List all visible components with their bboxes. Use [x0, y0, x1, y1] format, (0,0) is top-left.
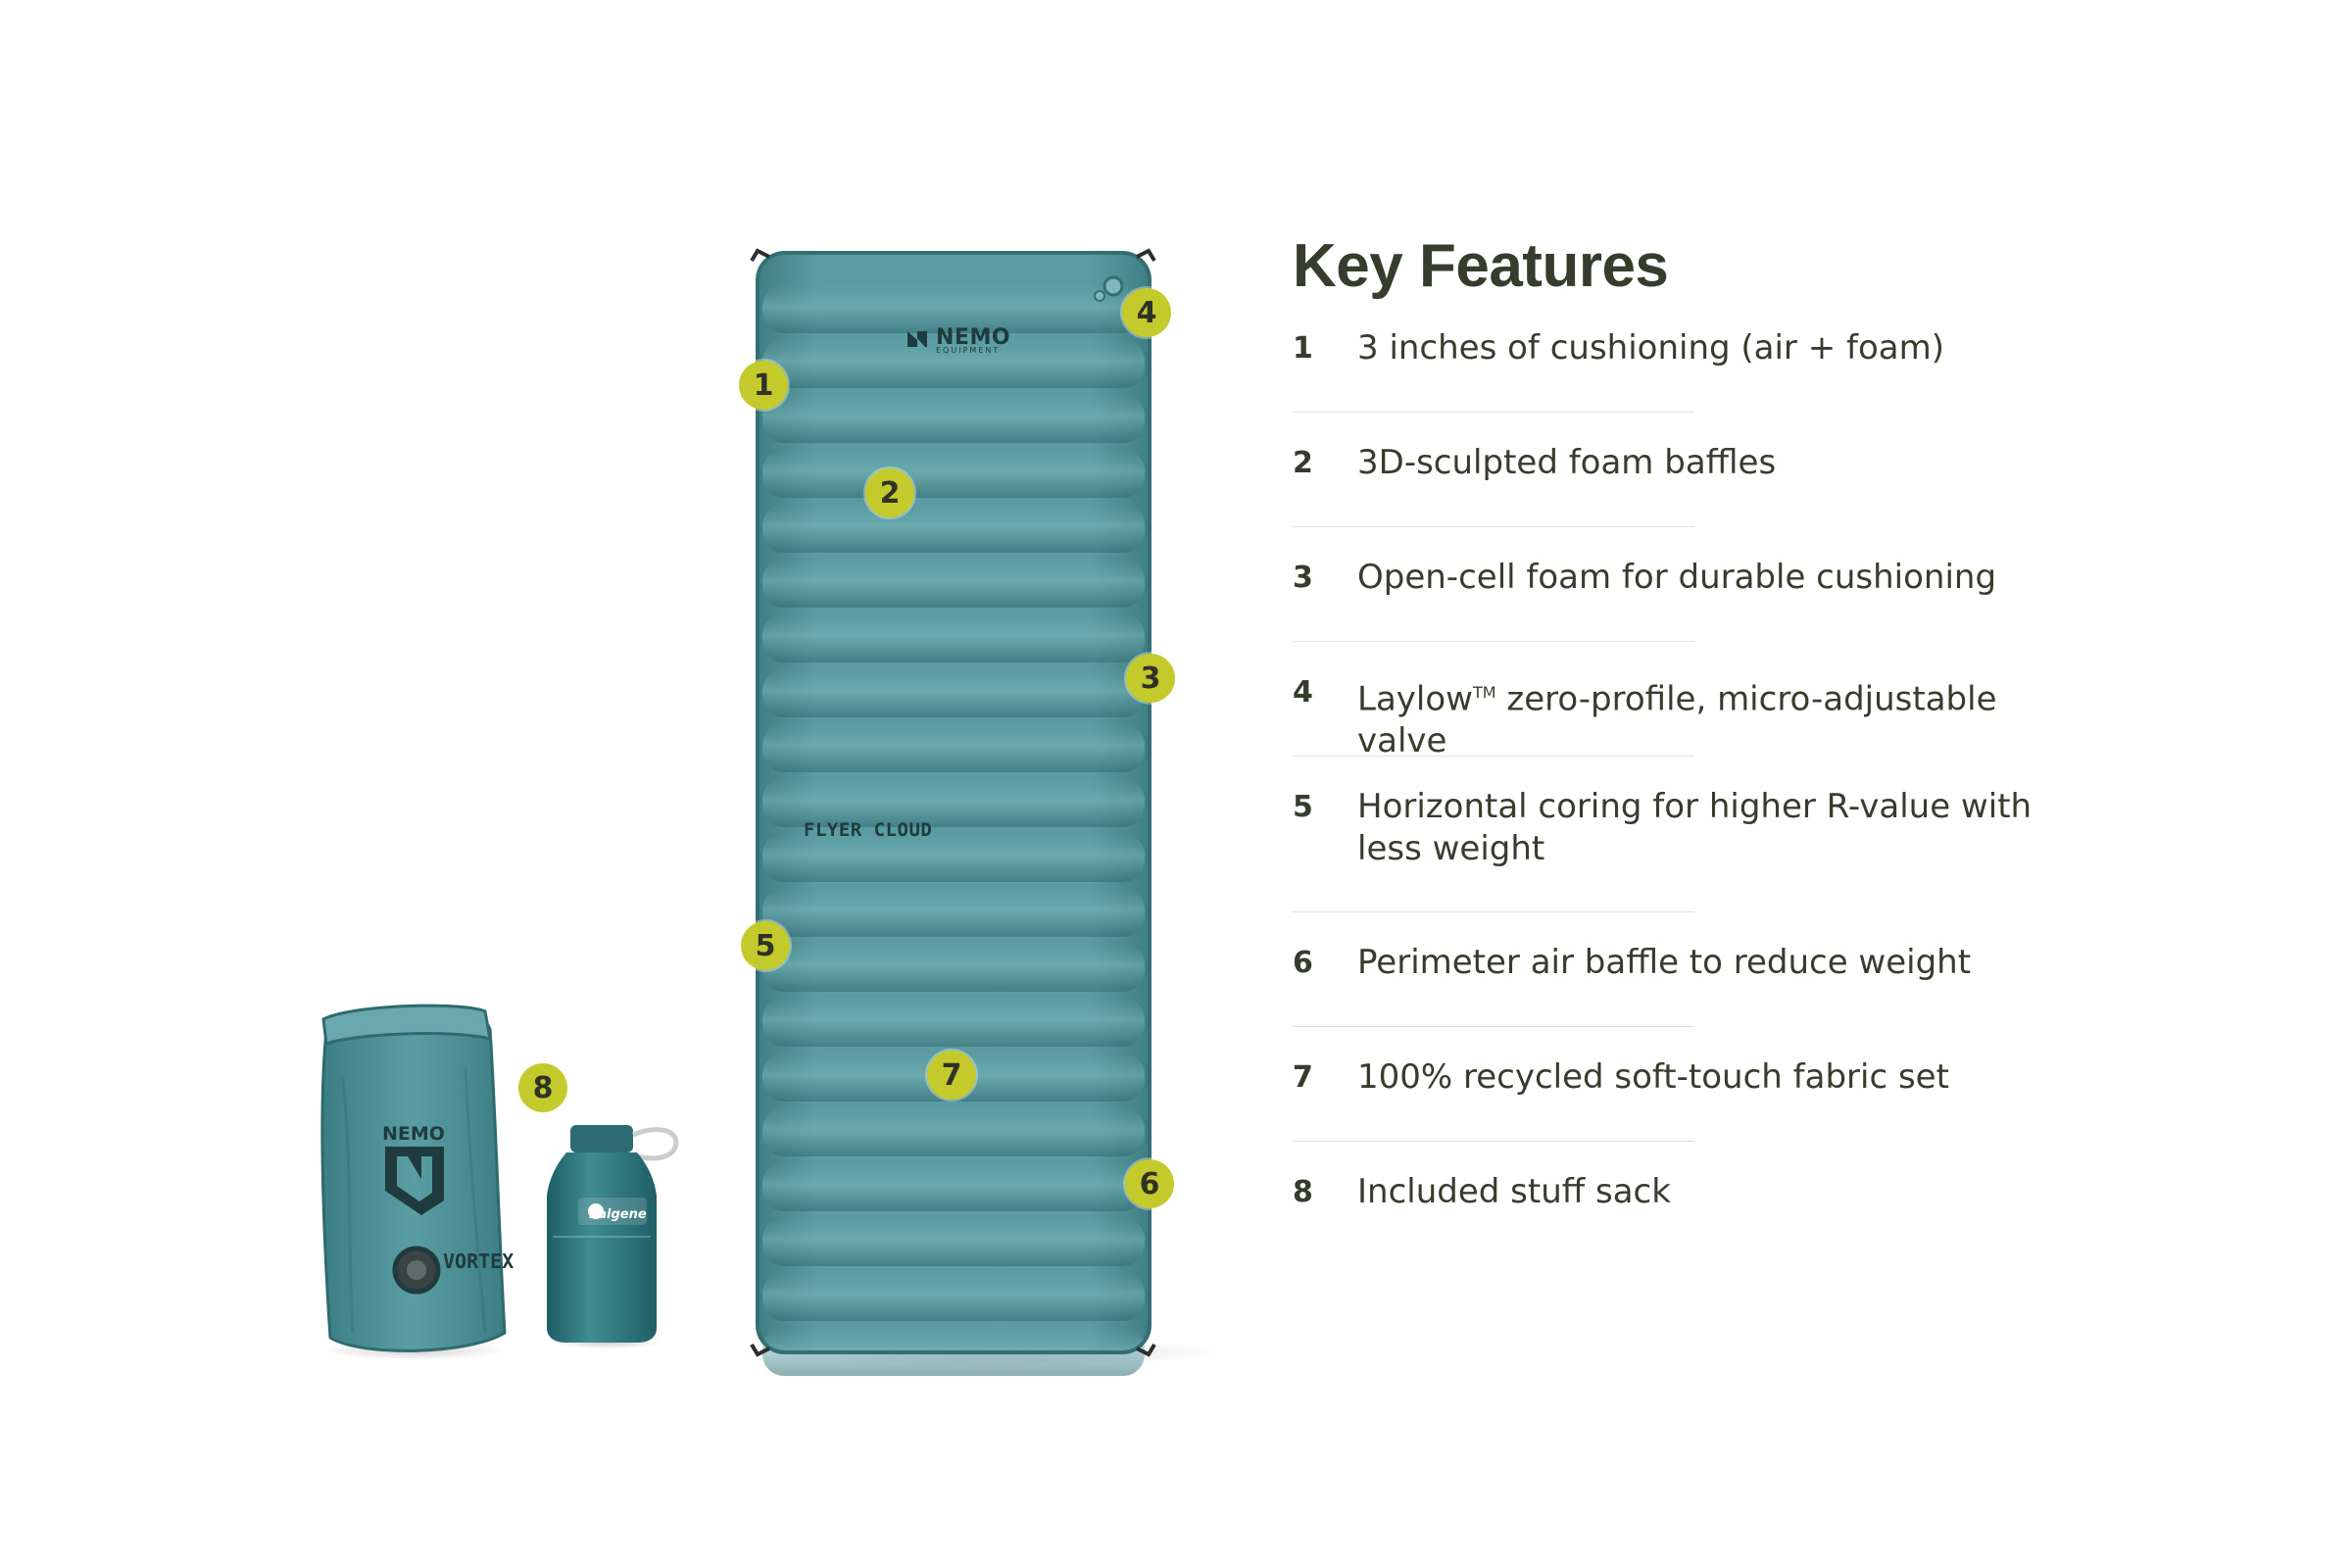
mat-baffle: [762, 559, 1145, 608]
mat-baffle: [762, 998, 1145, 1047]
mat-baffle: [762, 1162, 1145, 1211]
sack-brand-name: NEMO: [382, 1123, 445, 1145]
bottle-brand-name: nalgene: [589, 1207, 647, 1222]
feature-text: Horizontal coring for higher R-value wit…: [1357, 787, 2033, 868]
mat-baffle: [762, 504, 1145, 553]
nemo-logo-icon: [907, 331, 927, 347]
feature-number: 2: [1293, 446, 1313, 480]
feature-divider: [1293, 526, 1694, 527]
feature-divider: [1293, 641, 1694, 642]
feature-text-part: Laylow: [1357, 679, 1473, 719]
feature-item-3: 3 Open-cell foam for durable cushioning: [1293, 527, 2096, 641]
feature-number: 6: [1293, 946, 1313, 980]
key-features-title: Key Features: [1293, 232, 1669, 300]
callout-badge-4: 4: [1122, 288, 1171, 337]
callout-badge-2: 2: [865, 468, 914, 517]
feature-divider: [1293, 911, 1694, 912]
callout-badge-8: 8: [518, 1063, 567, 1112]
feature-divider: [1293, 412, 1694, 413]
mat-baffle: [762, 1272, 1145, 1321]
feature-text: 3 inches of cushioning (air + foam): [1357, 328, 1945, 368]
feature-number: 4: [1293, 675, 1313, 710]
feature-text: Included stuff sack: [1357, 1172, 1671, 1211]
mat-baffle: [762, 284, 1145, 333]
sack-product-name: VORTEX: [443, 1250, 514, 1273]
feature-number: 1: [1293, 331, 1313, 366]
callout-badge-1: 1: [739, 361, 788, 410]
mat-baffle: [762, 943, 1145, 992]
feature-item-5: 5 Horizontal coring for higher R-value w…: [1293, 757, 2096, 911]
mat-baffles: [762, 284, 1145, 1376]
mat-brand-name: NEMO: [936, 325, 1011, 350]
mat-baffle: [762, 394, 1145, 443]
feature-item-4: 4 LaylowTM zero-profile, micro-adjustabl…: [1293, 642, 2096, 760]
feature-item-2: 2 3D-sculpted foam baffles: [1293, 413, 2096, 526]
feature-number: 8: [1293, 1175, 1313, 1209]
valve-icon: [1094, 275, 1124, 302]
mat-brand-logo: NEMO EQUIPMENT: [906, 325, 1010, 355]
mat-baffle: [762, 1107, 1145, 1156]
feature-text: Perimeter air baffle to reduce weight: [1357, 943, 1972, 982]
feature-list: 1 3 inches of cushioning (air + foam) 2 …: [1293, 327, 2096, 1255]
key-features-panel: Key Features 1 3 inches of cushioning (a…: [1293, 223, 2096, 1255]
feature-divider: [1293, 1026, 1694, 1027]
mat-baffle: [762, 833, 1145, 882]
feature-text-part: zero-profile, micro-adjustable valve: [1357, 679, 1997, 761]
feature-number: 7: [1293, 1060, 1313, 1095]
feature-divider: [1293, 756, 1694, 757]
mat-baffle: [762, 723, 1145, 772]
nemo-n-logo-icon: [385, 1147, 444, 1215]
mat-baffle: [762, 1217, 1145, 1266]
feature-item-1: 1 3 inches of cushioning (air + foam): [1293, 327, 2096, 412]
feature-text: LaylowTM zero-profile, micro-adjustable …: [1357, 671, 2073, 762]
water-bottle: [547, 1125, 679, 1349]
callout-badge-5: 5: [741, 921, 790, 970]
mat-model-name: FLYER CLOUD: [804, 819, 933, 841]
stuff-sack: [320, 1004, 508, 1360]
feature-item-7: 7 100% recycled soft-touch fabric set: [1293, 1027, 2096, 1141]
mat-baffle: [762, 888, 1145, 937]
trademark-mark: TM: [1472, 683, 1496, 702]
mat-baffle: [762, 339, 1145, 388]
feature-text: 3D-sculpted foam baffles: [1357, 443, 1777, 482]
feature-text: 100% recycled soft-touch fabric set: [1357, 1057, 1949, 1097]
feature-item-6: 6 Perimeter air baffle to reduce weight: [1293, 912, 2096, 1026]
mat-baffle: [762, 668, 1145, 717]
callout-badge-7: 7: [927, 1051, 976, 1100]
mat-baffle: [762, 778, 1145, 827]
mat-baffle: [762, 613, 1145, 662]
callout-badge-6: 6: [1125, 1159, 1174, 1208]
feature-divider: [1293, 1141, 1694, 1142]
callout-badge-3: 3: [1126, 654, 1175, 703]
feature-number: 5: [1293, 790, 1313, 824]
feature-item-8: 8 Included stuff sack: [1293, 1142, 2096, 1255]
mat-baffle: [762, 449, 1145, 498]
sleeping-mat: [750, 248, 1223, 1376]
mat-brand-sub: EQUIPMENT: [936, 346, 1001, 355]
feature-text: Open-cell foam for durable cushioning: [1357, 558, 1997, 597]
feature-number: 3: [1293, 561, 1313, 595]
